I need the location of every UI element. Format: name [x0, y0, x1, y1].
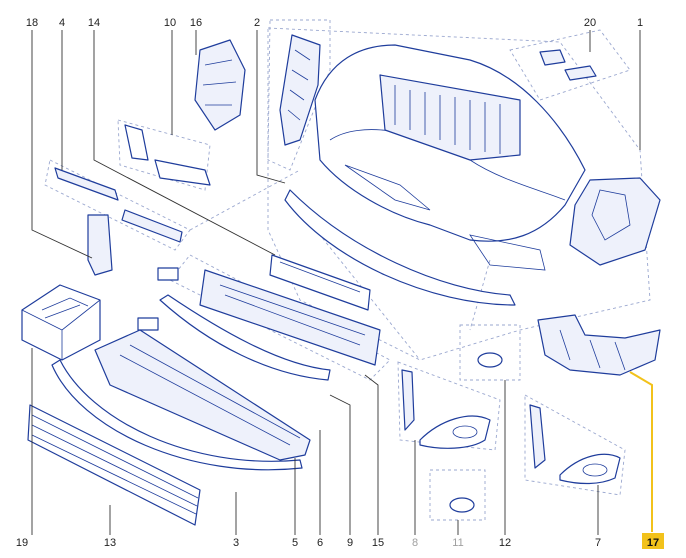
- callout-8: 8: [412, 537, 418, 549]
- callout-13: 13: [104, 537, 116, 549]
- part-2-headlamp-bracket: [279, 34, 321, 146]
- callout-18: 18: [26, 17, 38, 29]
- part-16-bracket: [194, 39, 246, 131]
- callout-10: 10: [164, 17, 176, 29]
- group-outline-fog-right: [524, 394, 626, 496]
- leader-lines: [31, 30, 653, 535]
- part-fog-bracket-right: [529, 404, 546, 469]
- callout-17-highlight-box: [642, 533, 664, 549]
- part-13-lower-grille: [27, 404, 201, 526]
- part-gasket-upper: [157, 267, 179, 281]
- callout-labels: 18 4 14 10 16 2 20 1 19 13 3 5 6 9 15 8 …: [16, 17, 664, 549]
- callout-15: 15: [372, 537, 384, 549]
- callout-16: 16: [190, 17, 202, 29]
- part-9-spoiler-strip: [159, 294, 331, 381]
- group-outline-trim-14: [44, 159, 191, 251]
- callout-5: 5: [292, 537, 298, 549]
- part-14-trim: [121, 209, 183, 243]
- part-3-lower-trim: [51, 359, 303, 471]
- part-11-fog-lamp: [449, 497, 475, 513]
- callout-9: 9: [347, 537, 353, 549]
- part-right-side-bracket: [569, 177, 661, 266]
- part-20-brackets: [539, 49, 597, 81]
- callout-7: 7: [595, 537, 601, 549]
- callout-2: 2: [254, 17, 260, 29]
- callout-20: 20: [584, 17, 596, 29]
- group-outline-lamp-12: [459, 324, 521, 381]
- group-outline-reflector: [117, 119, 211, 191]
- callout-6: 6: [317, 537, 323, 549]
- part-fog-bracket-left: [401, 369, 415, 431]
- part-17-lower-bracket: [537, 314, 661, 376]
- part-1-front-bumper-cover: [314, 44, 586, 271]
- part-6-deflector: [94, 329, 311, 461]
- group-outline-headlamp: [267, 19, 331, 171]
- part-19-fitting-kit: [21, 284, 101, 361]
- callout-19: 19: [16, 537, 28, 549]
- callout-12: 12: [499, 537, 511, 549]
- part-18-bracket: [87, 214, 113, 276]
- part-fog-lamp-cover-right: [559, 453, 621, 485]
- part-10-reflector: [124, 124, 211, 186]
- group-outline-bracket-20: [509, 29, 631, 101]
- callout-4: 4: [59, 17, 65, 29]
- callout-14: 14: [88, 17, 100, 29]
- callout-17[interactable]: 17: [647, 537, 659, 549]
- group-outline-lamp-11: [429, 469, 486, 521]
- callout-3: 3: [233, 537, 239, 549]
- part-4-trim: [54, 167, 119, 201]
- part-gasket-lower: [137, 317, 159, 331]
- part-upper-grille-strip: [269, 254, 371, 311]
- part-12-fog-lamp: [477, 352, 503, 368]
- group-outline-fog-left: [397, 361, 501, 451]
- leader-17-highlight: [629, 371, 653, 532]
- part-bumper-lip: [284, 189, 516, 306]
- part-fog-lamp-cover-left: [419, 415, 491, 449]
- callout-1: 1: [637, 17, 643, 29]
- part-15-grille-panel: [199, 269, 381, 366]
- part-radiator-support: [379, 74, 521, 161]
- callout-11: 11: [452, 537, 463, 549]
